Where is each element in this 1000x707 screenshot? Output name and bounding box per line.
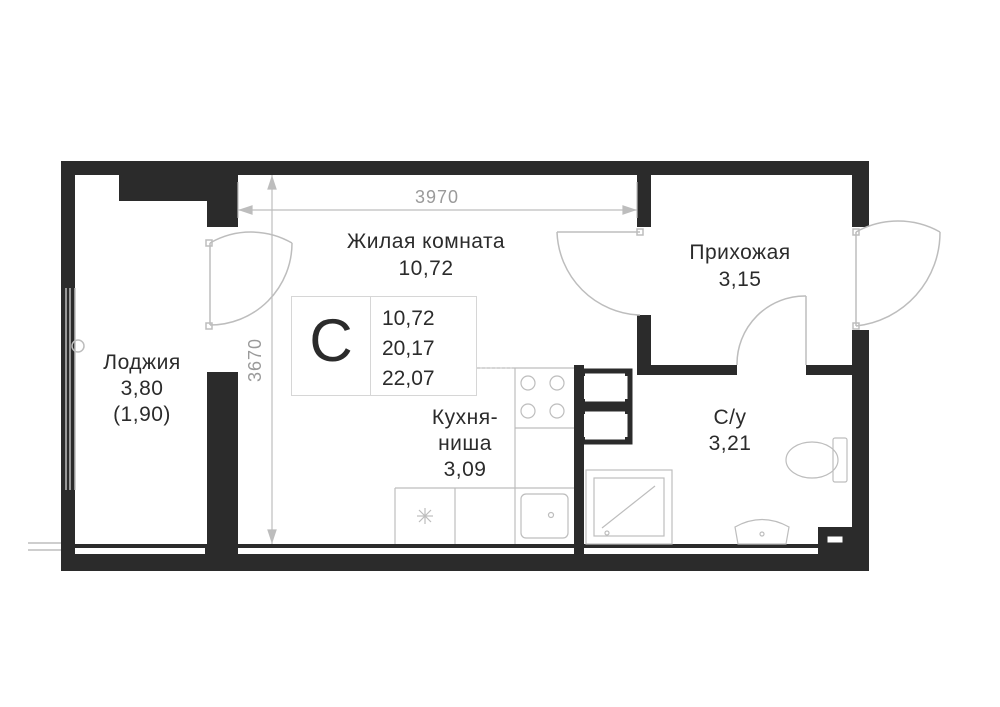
apartment-type: С <box>309 307 353 374</box>
width-dimension: 3970 <box>414 187 460 207</box>
hall-name: Прихожая <box>689 241 791 264</box>
apartment-legend: С 10,72 20,17 22,07 <box>291 296 477 396</box>
depth-dimension: 3670 <box>245 337 265 383</box>
loggia-area-reduced: (1,90) <box>113 403 171 426</box>
bathroom-name: С/у <box>713 406 747 429</box>
bathroom-area: 3,21 <box>708 432 752 455</box>
legend-total-area: 20,17 <box>382 337 435 360</box>
kitchen-area: 3,09 <box>443 458 487 481</box>
hall-area: 3,15 <box>718 268 762 291</box>
washbasin <box>734 518 790 545</box>
toilet <box>785 437 848 483</box>
kitchen-name-line1: Кухня- <box>431 406 499 429</box>
legend-divider <box>370 297 371 395</box>
kitchen-name-line2: ниша <box>438 432 492 455</box>
living-room-name: Жилая комната <box>346 230 506 253</box>
legend-living-area: 10,72 <box>382 307 435 330</box>
ventilation-shafts <box>577 368 633 445</box>
kitchen-counter <box>394 367 574 544</box>
doors <box>205 220 941 366</box>
shower-tray <box>585 469 673 545</box>
loggia-area: 3,80 <box>120 377 164 400</box>
living-room-area: 10,72 <box>398 257 454 280</box>
loggia-name: Лоджия <box>103 351 181 374</box>
dimension-lines <box>237 175 638 544</box>
loggia-window <box>65 288 85 490</box>
balcony-rail <box>28 542 61 551</box>
legend-total-with-loggia: 22,07 <box>382 367 435 390</box>
